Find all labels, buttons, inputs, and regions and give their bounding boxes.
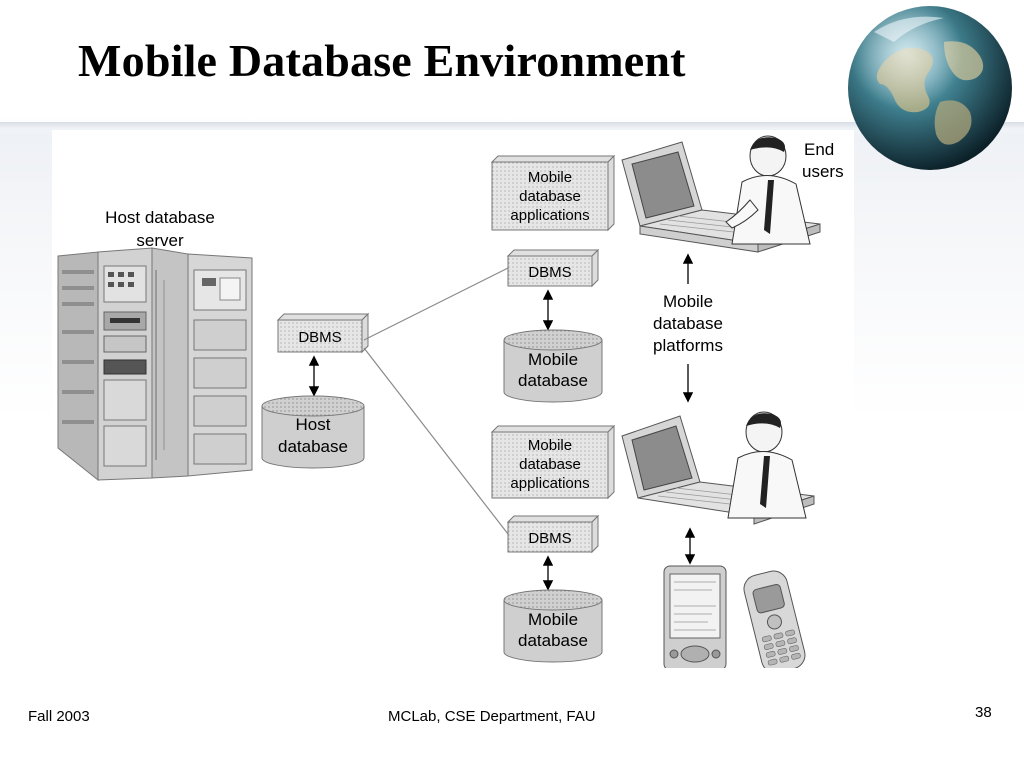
page-number: 38 bbox=[975, 704, 992, 721]
host-database-cylinder: Host database bbox=[261, 395, 365, 469]
top-dbms-box: DBMS bbox=[506, 248, 600, 288]
link-host-to-bottom-dbms bbox=[363, 347, 509, 535]
bottom-apps-line2: database bbox=[519, 456, 581, 473]
server-rack-icon bbox=[57, 247, 253, 482]
title-divider bbox=[0, 122, 1024, 132]
link-host-to-top-dbms bbox=[363, 267, 509, 341]
top-apps-line1: Mobile bbox=[528, 169, 572, 186]
host-db-label-line1: Host bbox=[296, 415, 331, 434]
diagram-panel: Host database server bbox=[52, 130, 854, 668]
top-apps-box: Mobile database applications bbox=[490, 154, 616, 232]
bottom-apps-line1: Mobile bbox=[528, 437, 572, 454]
bottom-apps-line3: applications bbox=[510, 475, 589, 492]
laptop-user-icon bbox=[621, 135, 821, 253]
top-apps-line3: applications bbox=[510, 207, 589, 224]
bottom-dbms-label: DBMS bbox=[528, 530, 571, 547]
platforms-label-line3: platforms bbox=[653, 336, 723, 355]
top-db-line2: database bbox=[518, 371, 588, 390]
slide-title: Mobile Database Environment bbox=[78, 35, 686, 86]
platforms-label-line2: database bbox=[653, 314, 723, 333]
top-apps-line2: database bbox=[519, 188, 581, 205]
cellphone-icon bbox=[743, 570, 806, 668]
bottom-mobile-db-cylinder: Mobile database bbox=[503, 589, 603, 663]
top-mobile-db-cylinder: Mobile database bbox=[503, 329, 603, 403]
footer-department: MCLab, CSE Department, FAU bbox=[388, 708, 596, 725]
bottom-db-line1: Mobile bbox=[528, 610, 578, 629]
pda-icon bbox=[663, 565, 727, 668]
top-db-line1: Mobile bbox=[528, 350, 578, 369]
bottom-apps-box: Mobile database applications bbox=[490, 424, 616, 500]
host-server-label-line2: server bbox=[136, 231, 184, 250]
mobile-db-diagram: Host database server bbox=[57, 135, 844, 668]
laptop-user-icon bbox=[621, 411, 815, 525]
host-server-label-line1: Host database bbox=[105, 208, 215, 227]
bottom-db-line2: database bbox=[518, 631, 588, 650]
bottom-dbms-box: DBMS bbox=[506, 514, 600, 554]
end-users-line1: End bbox=[804, 140, 834, 159]
host-dbms-box: DBMS bbox=[276, 312, 370, 354]
footer-date: Fall 2003 bbox=[28, 708, 90, 725]
globe-icon bbox=[848, 6, 1012, 170]
host-dbms-label: DBMS bbox=[298, 329, 341, 346]
end-users-line2: users bbox=[802, 162, 844, 181]
top-dbms-label: DBMS bbox=[528, 264, 571, 281]
platforms-label-line1: Mobile bbox=[663, 292, 713, 311]
host-db-label-line2: database bbox=[278, 437, 348, 456]
